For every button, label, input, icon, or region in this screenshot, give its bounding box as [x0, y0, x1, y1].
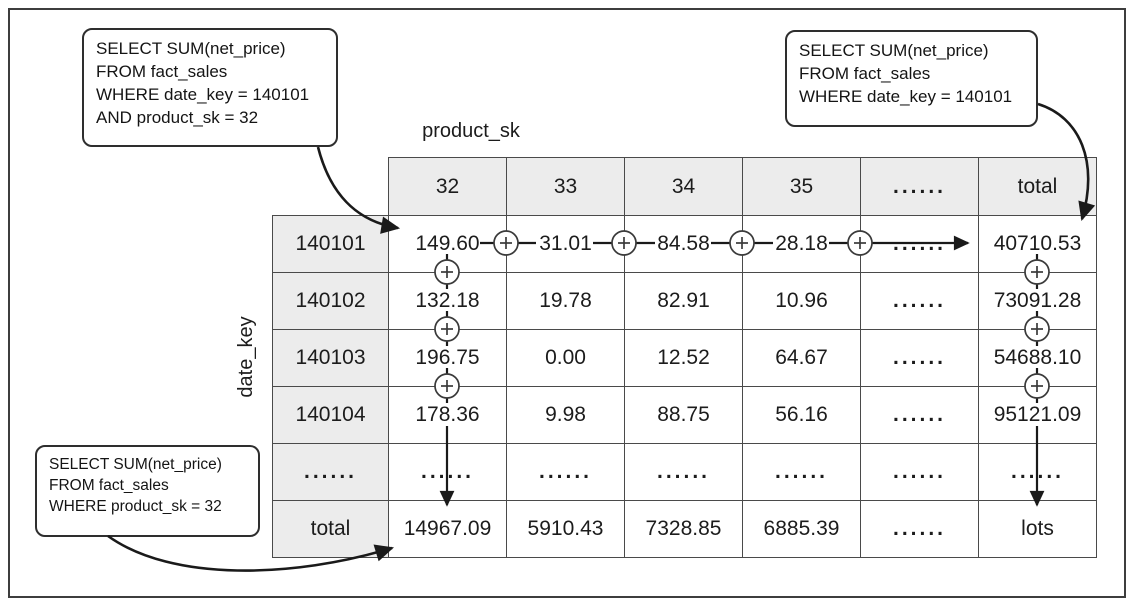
sql-line: FROM fact_sales — [96, 61, 228, 81]
table-row-ellipsis: ...... ...... ...... ...... ...... .....… — [272, 443, 1097, 501]
figure-frame — [8, 8, 1126, 598]
table-cell-grand-total: lots — [978, 500, 1097, 558]
table-cell-column-total: 7328.85 — [624, 500, 743, 558]
table-cell: 178.36 — [388, 386, 507, 444]
sql-line: WHERE product_sk = 32 — [49, 497, 222, 515]
table-cell: 28.18 — [742, 215, 861, 273]
table-cell: 84.58 — [624, 215, 743, 273]
column-header-total: total — [978, 157, 1097, 216]
sql-line: AND product_sk = 32 — [96, 107, 259, 127]
data-cube-table: 32 33 34 35 ...... total 140101 149.60 3… — [272, 157, 1097, 558]
table-cell-ellipsis: ...... — [860, 329, 979, 387]
table-cell: 88.75 — [624, 386, 743, 444]
table-row: 140101 149.60 31.01 84.58 28.18 ...... 4… — [272, 215, 1097, 273]
table-cell-row-total: 95121.09 — [978, 386, 1097, 444]
column-header: 33 — [506, 157, 625, 216]
sql-line: SELECT SUM(net_price) — [96, 39, 286, 58]
sql-callout-row-total: SELECT SUM(net_price) FROM fact_sales WH… — [785, 30, 1038, 127]
column-header-row: 32 33 34 35 ...... total — [273, 157, 1097, 216]
table-cell-ellipsis: ...... — [860, 215, 979, 273]
sql-line: FROM fact_sales — [799, 63, 931, 83]
table-cell: 196.75 — [388, 329, 507, 387]
table-cell-column-total: 5910.43 — [506, 500, 625, 558]
table-cell: 56.16 — [742, 386, 861, 444]
sql-line: SELECT SUM(net_price) — [49, 456, 222, 473]
sql-callout-column-total: SELECT SUM(net_price) FROM fact_sales WH… — [35, 445, 260, 537]
table-cell-ellipsis: ...... — [506, 443, 625, 501]
table-cell: 149.60 — [388, 215, 507, 273]
row-header: 140101 — [272, 215, 389, 273]
sql-line: FROM fact_sales — [49, 476, 169, 494]
table-cell: 0.00 — [506, 329, 625, 387]
row-axis-label: date_key — [235, 316, 257, 398]
corner-blank-cell — [273, 158, 389, 216]
sql-line: WHERE date_key = 140101 — [96, 84, 310, 104]
table-row: 140103 196.75 0.00 12.52 64.67 ...... 54… — [272, 329, 1097, 387]
table-cell-row-total: 73091.28 — [978, 272, 1097, 330]
table-cell: 31.01 — [506, 215, 625, 273]
row-header-ellipsis: ...... — [272, 443, 389, 501]
row-header: 140104 — [272, 386, 389, 444]
table-cell-column-total: 6885.39 — [742, 500, 861, 558]
sql-line: WHERE date_key = 140101 — [799, 86, 1013, 106]
table-cell: 82.91 — [624, 272, 743, 330]
table-row: 140104 178.36 9.98 88.75 56.16 ...... 95… — [272, 386, 1097, 444]
sql-line: SELECT SUM(net_price) — [799, 41, 989, 60]
column-axis-label: product_sk — [422, 120, 520, 142]
table-cell-ellipsis: ...... — [860, 272, 979, 330]
table-cell-ellipsis: ...... — [388, 443, 507, 501]
table-cell: 10.96 — [742, 272, 861, 330]
row-header: 140103 — [272, 329, 389, 387]
row-header-total: total — [272, 500, 389, 558]
table-cell-row-total: 54688.10 — [978, 329, 1097, 387]
column-header: 32 — [388, 157, 507, 216]
column-header-ellipsis: ...... — [860, 157, 979, 216]
table-cell-ellipsis: ...... — [860, 500, 979, 558]
table-cell-ellipsis: ...... — [978, 443, 1097, 501]
table-cell-ellipsis: ...... — [860, 443, 979, 501]
table-cell-ellipsis: ...... — [742, 443, 861, 501]
table-row-totals: total 14967.09 5910.43 7328.85 6885.39 .… — [272, 500, 1097, 558]
row-header: 140102 — [272, 272, 389, 330]
table-cell-ellipsis: ...... — [624, 443, 743, 501]
sql-callout-cell-sum: SELECT SUM(net_price) FROM fact_sales WH… — [82, 28, 338, 147]
column-header: 34 — [624, 157, 743, 216]
table-cell-ellipsis: ...... — [860, 386, 979, 444]
table-cell-row-total: 40710.53 — [978, 215, 1097, 273]
table-cell: 9.98 — [506, 386, 625, 444]
table-cell: 132.18 — [388, 272, 507, 330]
table-cell: 19.78 — [506, 272, 625, 330]
table-cell: 12.52 — [624, 329, 743, 387]
table-cell-column-total: 14967.09 — [388, 500, 507, 558]
column-header: 35 — [742, 157, 861, 216]
table-row: 140102 132.18 19.78 82.91 10.96 ...... 7… — [272, 272, 1097, 330]
table-cell: 64.67 — [742, 329, 861, 387]
